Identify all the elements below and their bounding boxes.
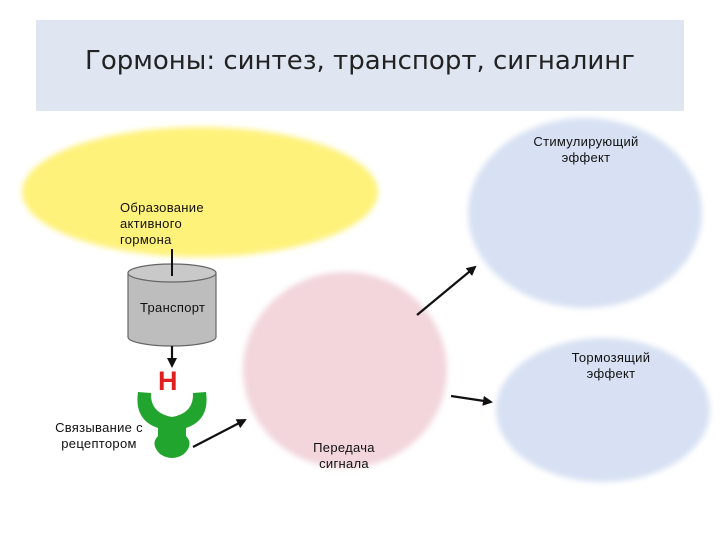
stimulating-effect-ellipse xyxy=(468,118,702,308)
synthesis-ellipse xyxy=(22,127,378,257)
signal-ellipse xyxy=(243,272,447,468)
arrow-receptor-to-signal xyxy=(192,419,247,448)
stimulating-label: Стимулирующий эффект xyxy=(533,134,639,165)
arrow-signal-to-stimulating xyxy=(416,265,477,316)
receptor-shape xyxy=(137,392,207,458)
slide-title: Гормоны: синтез, транспорт, сигналинг xyxy=(85,46,635,76)
inhibiting-label: Тормозящий эффект xyxy=(571,350,651,381)
binding-label: Связывание с рецептором xyxy=(55,420,143,451)
arrow-signal-to-inhibiting xyxy=(450,394,493,406)
formation-label: Образование активного гормона xyxy=(120,200,204,247)
title-bar: Гормоны: синтез, транспорт, сигналинг xyxy=(36,20,684,111)
signal-label: Передача сигнала xyxy=(313,440,375,471)
transport-label: Транспорт xyxy=(140,300,206,315)
hormone-letter: H xyxy=(158,366,178,396)
inhibiting-effect-ellipse xyxy=(496,338,710,482)
